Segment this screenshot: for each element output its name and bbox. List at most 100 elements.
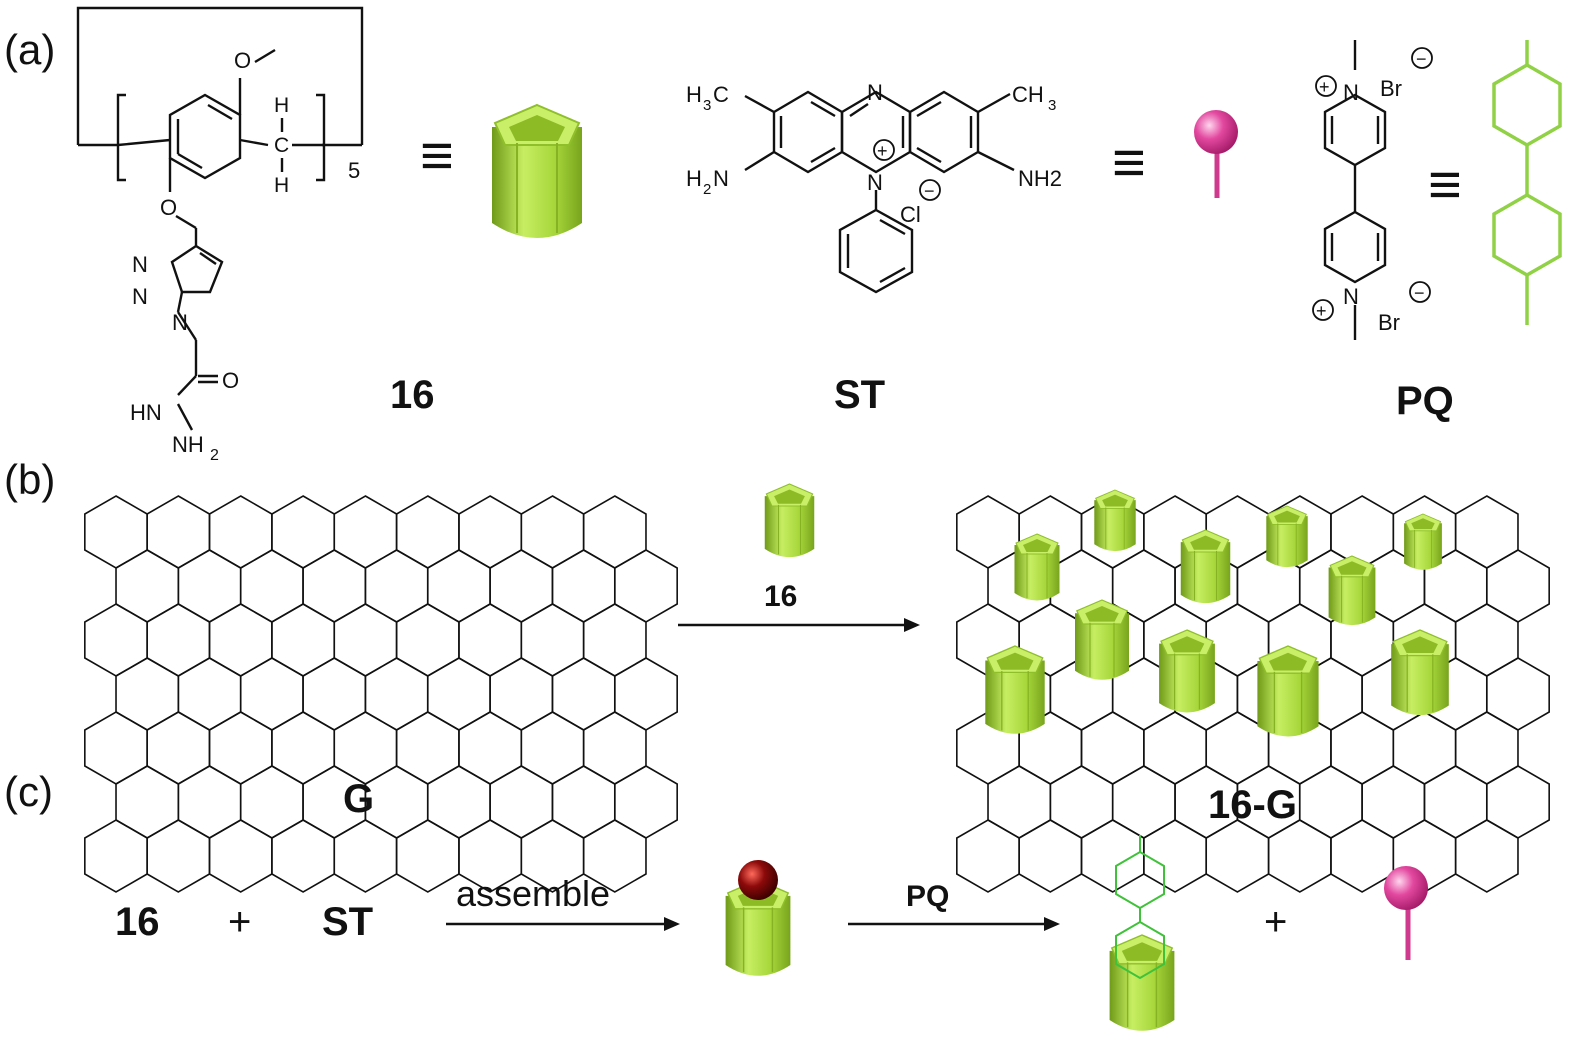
arrow-b-label: 16: [764, 580, 797, 613]
graphene-hexagon: [239, 549, 304, 623]
atom-pq-br2: Br: [1378, 310, 1400, 335]
graphene-hexagon: [84, 819, 148, 893]
host-paraquat-complex-icon: [1108, 835, 1176, 1032]
released-guest-icon: [1384, 866, 1428, 960]
graphene-hexagon: [1486, 657, 1550, 731]
graphene-hexagon: [1298, 765, 1363, 839]
graphene-hexagon: [146, 819, 211, 893]
graphene-hexagon: [146, 495, 211, 569]
graphene-hexagon: [395, 711, 460, 785]
atom-n1: N: [132, 252, 148, 277]
graphene-hexagon: [208, 711, 273, 785]
graphene-hexagon: [146, 603, 211, 677]
graphene-hexagon: [271, 819, 336, 893]
graphene-hexagon: [614, 765, 678, 839]
graphene-hexagon: [1330, 819, 1395, 893]
host-on-graphene: [1265, 505, 1309, 568]
graphene-hexagon: [239, 765, 304, 839]
graphene-hexagon: [271, 711, 336, 785]
graphene-hexagon: [1454, 819, 1519, 893]
graphene-hexagon: [956, 819, 1020, 893]
atom-hn: HN: [130, 400, 162, 425]
atom-pq-minus1: −: [1416, 49, 1427, 69]
host-on-graphene: [1158, 629, 1216, 714]
equiv-symbol-2: ≡: [1112, 130, 1146, 195]
atom-o3: O: [222, 368, 239, 393]
atom-pq-n1: N: [1343, 80, 1359, 105]
compound-label-st: ST: [834, 373, 885, 417]
graphene-hexagon: [1143, 711, 1207, 785]
atom-pq-br1: Br: [1380, 76, 1402, 101]
host-on-graphene: [1390, 629, 1450, 716]
graphene-hexagon: [333, 711, 398, 785]
atom-o2: O: [160, 195, 177, 220]
host-on-graphene: [1074, 599, 1130, 681]
atom-h1: H: [274, 94, 289, 117]
graphene-hexagon: [458, 495, 523, 569]
graphene-hexagon: [1454, 495, 1519, 569]
graphene-hexagon: [364, 657, 429, 731]
graphene-hexagon: [520, 603, 585, 677]
graphene-hexagon: [84, 603, 148, 677]
arrow-c2-label: PQ: [906, 880, 949, 913]
atom-n2: N: [132, 284, 148, 309]
atom-pq-plus2: +: [1316, 301, 1327, 321]
panel-label-a: (a): [4, 26, 55, 73]
atom-st-nplus: N: [867, 170, 883, 195]
subscript-5: 5: [348, 158, 360, 183]
atom-h3c-c: C: [713, 82, 729, 107]
graphene-hexagon: [395, 603, 460, 677]
graphene-hexagon: [177, 549, 242, 623]
atom-n3: N: [172, 310, 188, 335]
graphene-hexagon: [458, 711, 523, 785]
compound-label-pq: PQ: [1396, 379, 1454, 423]
graphene-hexagon: [333, 819, 398, 893]
graphene-hexagon: [1392, 711, 1457, 785]
graphene-hexagon: [520, 495, 585, 569]
graphene-hexagon: [115, 765, 180, 839]
graphene-hexagon: [1454, 603, 1519, 677]
host-on-graphene: [1093, 489, 1137, 552]
graphene-hexagon: [520, 711, 585, 785]
equiv-symbol-1: ≡: [420, 123, 454, 188]
graphene-hexagon: [1486, 549, 1550, 623]
graphene-hexagon: [1018, 819, 1083, 893]
compound-label-g: G: [343, 777, 374, 821]
graphene-hexagon: [333, 603, 398, 677]
graphene-hexagon: [1205, 819, 1270, 893]
atom-pq-n2: N: [1343, 284, 1359, 309]
subscript-2: 2: [210, 447, 219, 464]
compound-label-16g: 16-G: [1208, 783, 1297, 827]
graphene-hexagon: [1361, 765, 1426, 839]
graphene-hexagon: [426, 549, 491, 623]
graphene-hexagon: [115, 549, 180, 623]
graphene-hexagon: [987, 765, 1052, 839]
host-on-graphene: [1014, 533, 1060, 601]
atom-h2n-sub: 2: [703, 181, 711, 198]
pq-minus-circle-2: [1409, 281, 1431, 303]
graphene-hexagon: [1486, 765, 1550, 839]
safranine-structure: [744, 90, 1015, 294]
atom-pq-plus1: +: [1319, 77, 1330, 97]
graphene-hexagon: [239, 657, 304, 731]
graphene-hexagon: [395, 495, 460, 569]
arrow-c1-label: assemble: [456, 873, 610, 914]
atom-c: C: [274, 134, 289, 157]
reagent-host-icon: [764, 483, 815, 558]
graphene-hexagon: [395, 819, 460, 893]
pillararene-host-icon: [491, 104, 583, 239]
arrow-c2: [848, 917, 1060, 931]
atom-h2: H: [274, 174, 289, 197]
atom-pq-minus2: −: [1414, 283, 1425, 303]
graphene-hexagon: [146, 711, 211, 785]
graphene-hexagon: [489, 765, 554, 839]
equiv-symbol-3: ≡: [1428, 152, 1462, 217]
graphene-hexagon: [208, 819, 273, 893]
graphene-hexagon: [458, 603, 523, 677]
paraquat-guest-icon: [1492, 40, 1562, 325]
panel-label-b: (b): [4, 456, 55, 503]
graphene-hexagon: [1423, 765, 1488, 839]
paraquat-structure: [1323, 40, 1387, 340]
panel-label-c: (c): [4, 768, 53, 815]
